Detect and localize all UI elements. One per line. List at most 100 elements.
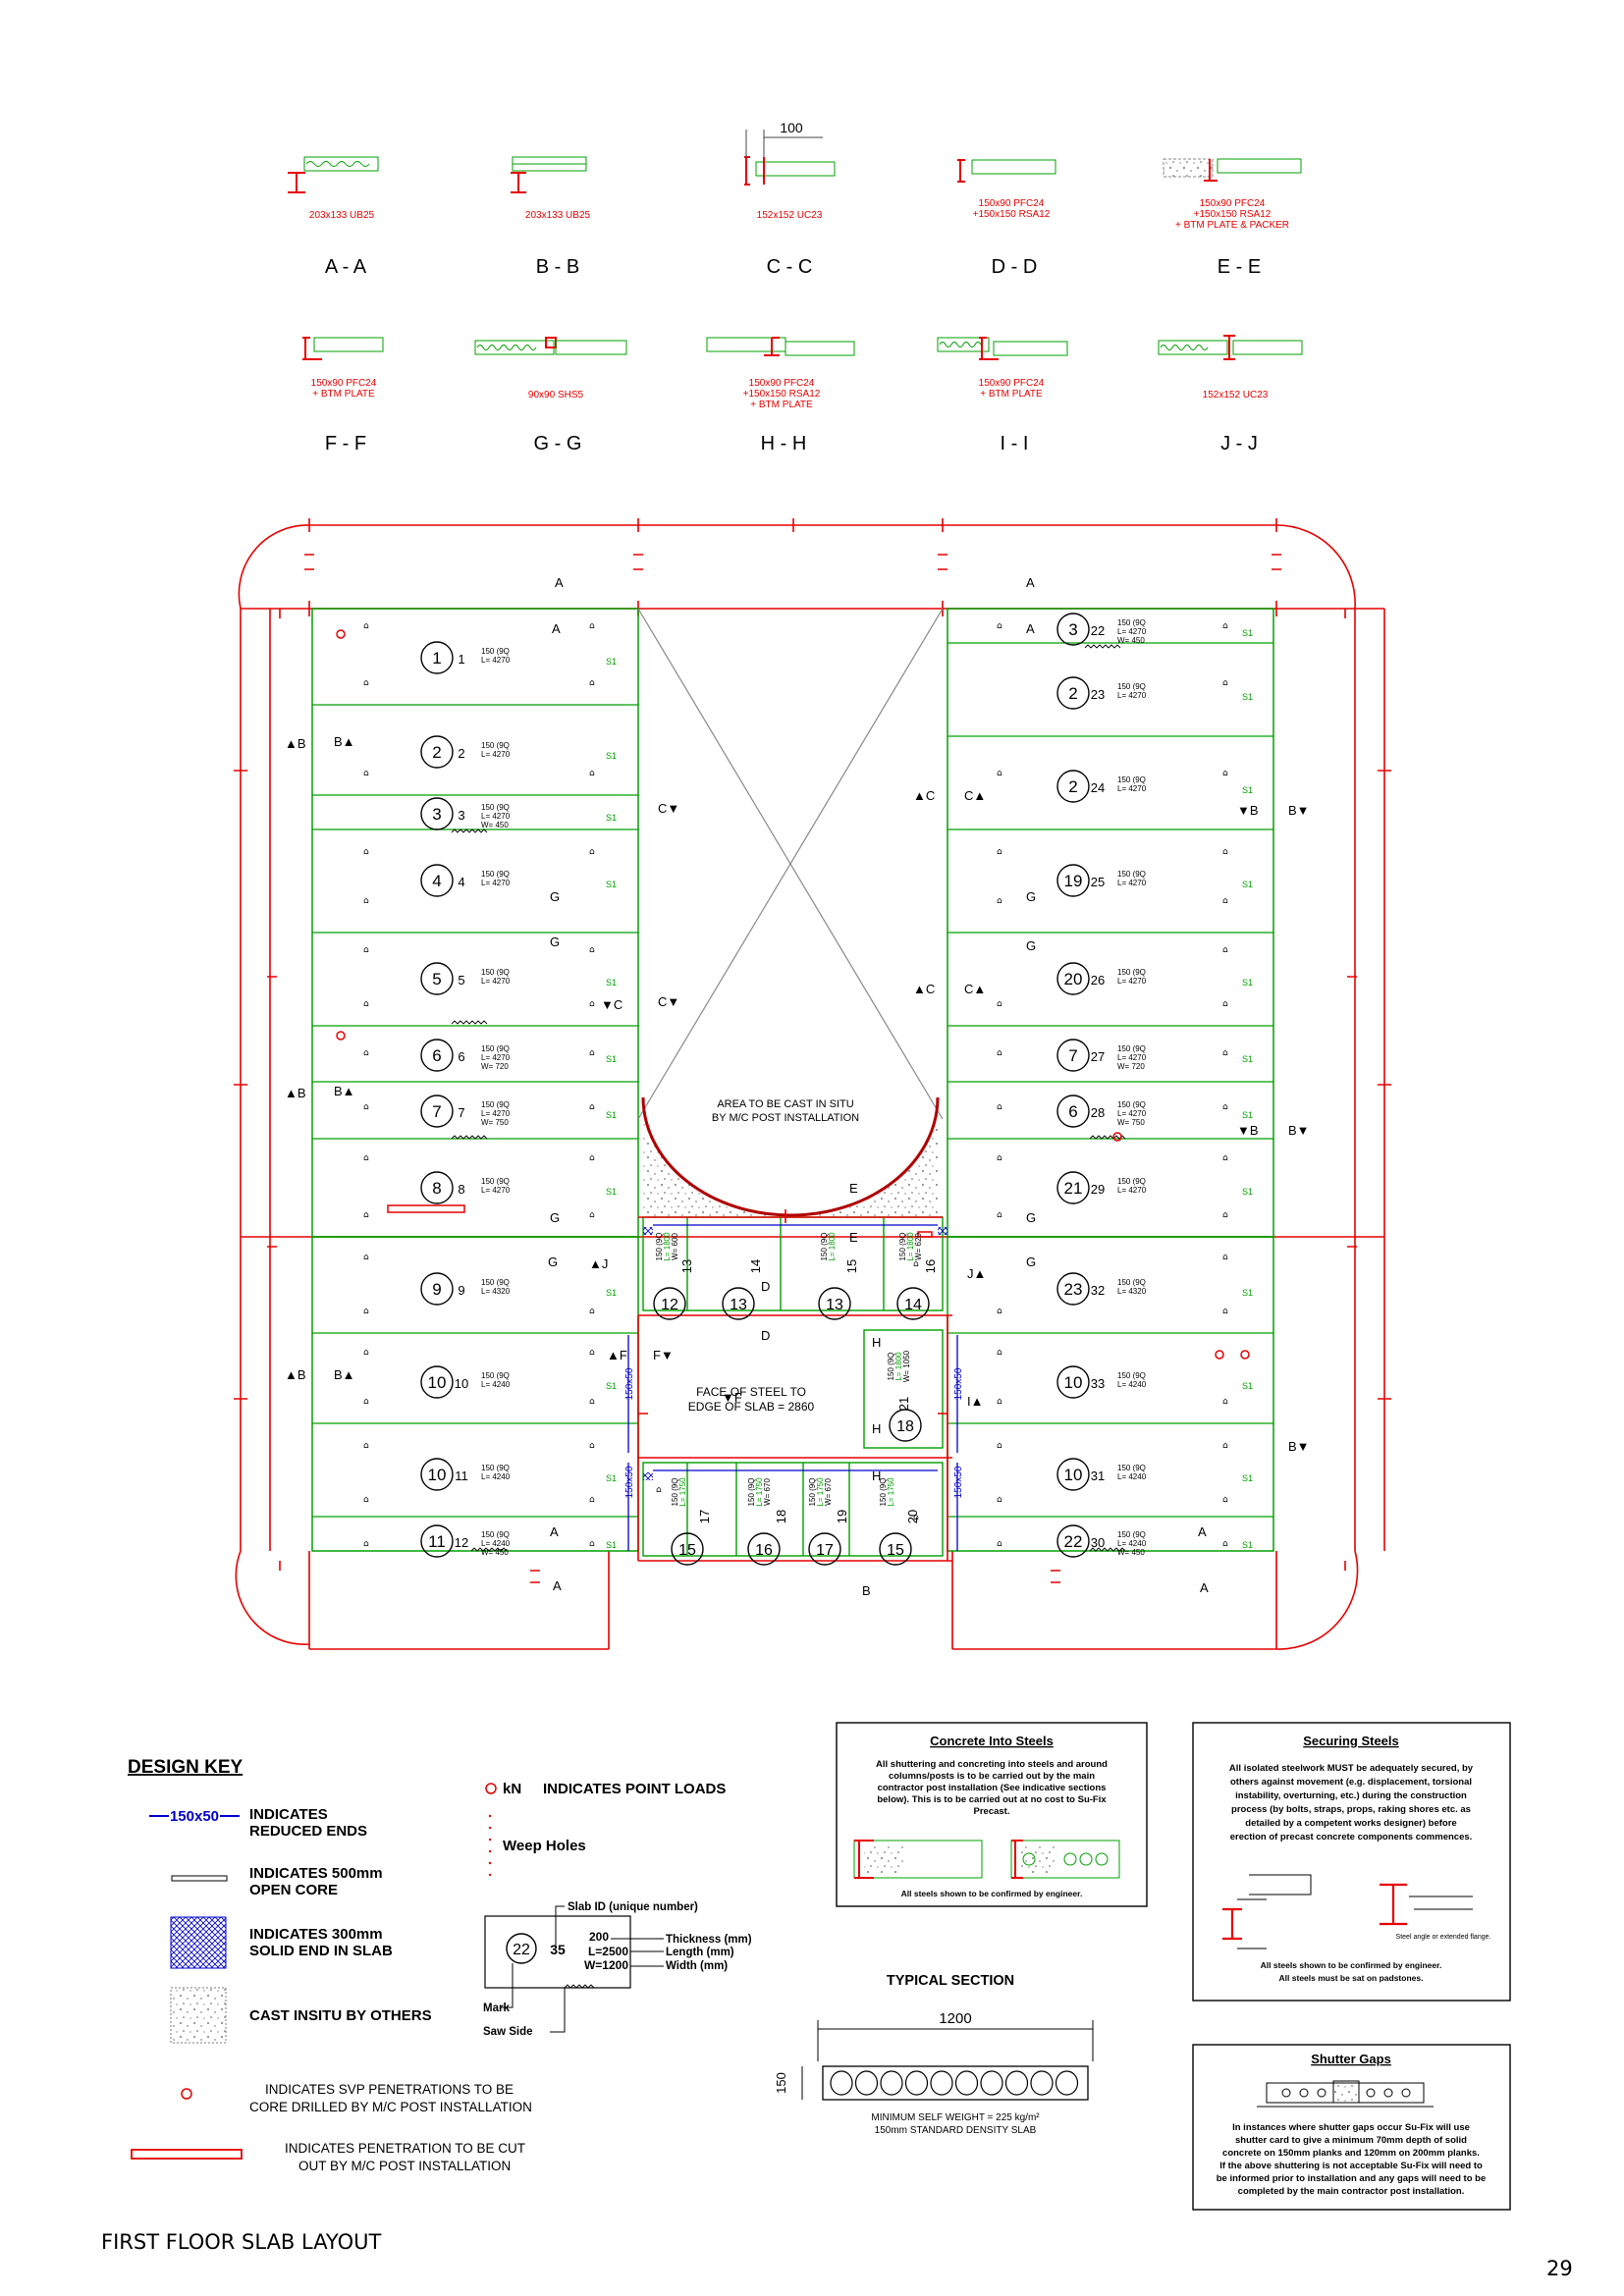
- slab-text: 150 (9Q: [1117, 775, 1146, 784]
- slab-text: 10: [455, 1376, 468, 1391]
- reduced-label: 150x50: [624, 1367, 635, 1400]
- svg-text:⌂: ⌂: [363, 1539, 369, 1549]
- slab-text: L= 4240: [481, 1380, 511, 1389]
- box-text: contractor post installation (See indica…: [878, 1783, 1107, 1793]
- svg-text:▲C: ▲C: [913, 788, 935, 803]
- slab-text: L= 4270: [1117, 879, 1147, 887]
- slab-text: L= 4270: [481, 1053, 511, 1062]
- section-label: H - H: [761, 433, 807, 454]
- reduced-label: 150x50: [953, 1367, 964, 1400]
- slab-text: 10: [428, 1373, 447, 1392]
- svg-text:H: H: [872, 1421, 881, 1436]
- reduced-label: 150x50: [624, 1466, 635, 1498]
- section-h-h-detail: 150x90 PFC24 +150x150 RSA12 + BTM PLATE …: [706, 337, 855, 454]
- slab-text: 2: [1068, 684, 1077, 703]
- slab-text: 12: [455, 1535, 468, 1550]
- example-t-label: Thickness (mm): [666, 1934, 752, 1946]
- slab-text: 9: [458, 1283, 464, 1298]
- slab-text: 10: [1064, 1466, 1083, 1484]
- slab-text: 150 (9Q: [671, 1478, 679, 1507]
- slab-text: L= 4240: [481, 1472, 511, 1481]
- svg-text:▲C: ▲C: [913, 982, 935, 996]
- section-desc: 150x90 PFC24: [1200, 198, 1266, 209]
- svg-text:A: A: [550, 1524, 559, 1539]
- svg-text:⌂: ⌂: [589, 1102, 595, 1112]
- slab-text: 13: [679, 1259, 694, 1273]
- slab-text: L= 1750: [816, 1477, 825, 1507]
- slab-text: S1: [606, 1110, 617, 1120]
- svg-text:⌂: ⌂: [997, 1048, 1002, 1058]
- slab-text: W= 670: [824, 1478, 833, 1506]
- box-text: concrete on 150mm planks and 120mm on 20…: [1222, 2148, 1480, 2159]
- slab-text: S1: [1242, 1381, 1253, 1391]
- core-void: [954, 2070, 979, 2096]
- slab-text: W= 1050: [902, 1350, 911, 1382]
- slab-text: 26: [1091, 973, 1105, 988]
- slab-text: 150 (9Q: [481, 1100, 510, 1109]
- svg-text:⌂: ⌂: [589, 999, 595, 1009]
- slab-text: 6: [1068, 1102, 1077, 1121]
- section-g-g-detail: 90x90 SHS5 G - G: [474, 337, 627, 454]
- slab-text: 17: [816, 1542, 834, 1559]
- slab-text: 150 (9Q: [655, 1233, 664, 1261]
- penetrations: [336, 629, 1250, 1360]
- slab-mark-circle: [808, 1532, 841, 1566]
- section-desc: +150x150 RSA12: [973, 209, 1051, 220]
- slab-text: 21: [896, 1397, 911, 1411]
- svg-text:▲B: ▲B: [285, 1086, 306, 1100]
- slab-mark-circle: [1056, 1458, 1090, 1491]
- slab-text: 15: [678, 1542, 696, 1559]
- slab-text: 5: [432, 970, 441, 988]
- right-slab-block: [947, 608, 1274, 1552]
- section-a-a-detail: 203x133 UB25 A - A: [288, 156, 379, 278]
- svg-text:⌂: ⌂: [363, 1397, 369, 1407]
- section-label: E - E: [1218, 256, 1261, 278]
- slab-text: 23: [1064, 1280, 1083, 1299]
- slab-mark-circle: [1056, 613, 1090, 646]
- slab-text: L= 1750: [755, 1477, 764, 1507]
- svg-text:⌂: ⌂: [1222, 945, 1228, 955]
- svg-text:G: G: [1026, 1255, 1036, 1269]
- svg-text:G: G: [550, 1210, 560, 1225]
- slab-text: 150 (9Q: [1117, 1530, 1146, 1539]
- svg-text:⌂: ⌂: [589, 1441, 595, 1451]
- slab-text: 150 (9Q: [879, 1478, 888, 1507]
- svg-text:⌂: ⌂: [589, 769, 595, 778]
- slab-mark-circle: [420, 962, 454, 995]
- svg-text:⌂: ⌂: [363, 1441, 369, 1451]
- slab-text: 150 (9Q: [481, 1177, 510, 1186]
- slab-text: 8: [458, 1182, 464, 1197]
- slab-text: 150 (9Q: [481, 803, 510, 812]
- box-text: below). This is to be carried out at no …: [877, 1794, 1107, 1805]
- slab-mark-circle: [420, 1095, 454, 1128]
- example-l-label: Length (mm): [666, 1947, 734, 1958]
- slab-text: 7: [432, 1102, 441, 1121]
- svg-text:⌂: ⌂: [363, 1307, 369, 1316]
- slab-text: 9: [432, 1280, 441, 1299]
- face-note: FACE OF STEEL TO: [696, 1385, 806, 1399]
- slab-text: L= 4270: [481, 1186, 511, 1195]
- slab-text: 27: [1091, 1049, 1105, 1064]
- reduced-label: 150x50: [953, 1466, 964, 1498]
- steel-lines: [234, 518, 1391, 1650]
- slab-text: S1: [606, 1473, 617, 1483]
- svg-text:⌂: ⌂: [589, 678, 595, 688]
- svg-text:⌂: ⌂: [997, 896, 1002, 906]
- section-f-f-detail: 150x90 PFC24 + BTM PLATE F - F: [302, 337, 384, 454]
- svg-text:⌂: ⌂: [589, 1539, 595, 1549]
- slab-text: 20: [905, 1510, 920, 1523]
- slab-mark-circle: [889, 1409, 922, 1442]
- svg-text:F▼: F▼: [653, 1348, 674, 1362]
- slab-text: S1: [606, 880, 617, 889]
- svg-text:B▲: B▲: [334, 1367, 355, 1382]
- svg-text:⌂: ⌂: [997, 1210, 1002, 1220]
- section-desc: 152x152 UC23: [757, 210, 823, 221]
- svg-text:⌂: ⌂: [913, 1259, 919, 1269]
- box-text: All isolated steelwork MUST be adequatel…: [1229, 1763, 1474, 1774]
- svg-text:⌂: ⌂: [997, 769, 1002, 778]
- svg-text:G: G: [1026, 938, 1036, 953]
- slab-text: 7: [458, 1105, 464, 1120]
- slab-text: S1: [606, 813, 617, 823]
- slab-text: 18: [774, 1510, 788, 1523]
